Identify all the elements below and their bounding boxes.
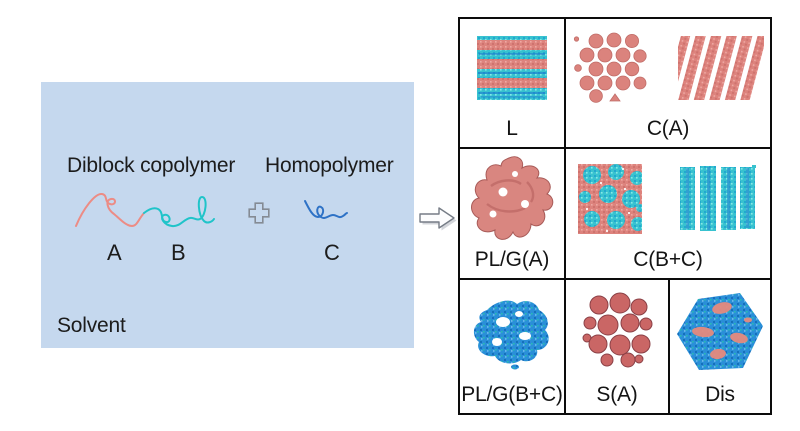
spheres-A-image: [582, 292, 653, 367]
cylinders-BC-top-view-image: [578, 163, 642, 234]
cylinders-BC-side-view-image: [680, 165, 756, 231]
cell-lamellae: L: [460, 19, 564, 147]
block-a-chain: [75, 193, 145, 228]
cell-spheres-A: S(A): [564, 280, 668, 413]
plus-icon: [248, 202, 270, 224]
block-b-label: B: [171, 240, 186, 265]
cylinders-A-image-zone: [566, 19, 770, 117]
cell-plg-A: PL/G(A): [460, 149, 564, 278]
cell-disordered: Dis: [668, 280, 770, 413]
cylinders-BC-image-zone: [566, 149, 770, 248]
plg-A-gyroid-image: [471, 155, 554, 240]
disordered-image-zone: [670, 280, 770, 383]
spheres-A-image-zone: [566, 280, 668, 383]
diblock-copolymer-label: Diblock copolymer: [67, 154, 236, 177]
morphology-label-SA: S(A): [596, 383, 638, 406]
lamellae-image-zone: [460, 19, 564, 117]
morphology-label-Dis: Dis: [705, 383, 735, 406]
morphology-label-PLGA: PL/G(A): [474, 248, 550, 271]
cylinders-A-top-view-image: [573, 32, 647, 103]
cylinders-A-side-view-image: [678, 36, 764, 100]
cell-cylinders-BC: C(B+C): [564, 149, 770, 278]
diblock-chain-illustration: [75, 193, 215, 228]
homopolymer-chain-illustration: [304, 200, 348, 219]
grid-row-3: PL/G(B+C): [460, 280, 770, 413]
cell-cylinders-A: C(A): [564, 19, 770, 147]
grid-row-1: L: [460, 19, 770, 149]
homopolymer-c-chain: [304, 200, 348, 219]
morphology-label-PLGBC: PL/G(B+C): [461, 383, 563, 406]
solvent-label: Solvent: [57, 314, 126, 337]
disordered-image: [677, 292, 763, 370]
block-b-chain: [143, 195, 215, 228]
homopolymer-label: Homopolymer: [265, 154, 394, 177]
morphology-label-L: L: [506, 117, 518, 140]
plg-BC-image-zone: [460, 280, 564, 383]
morphology-grid: L: [458, 17, 772, 415]
right-block-arrow-icon: [419, 207, 457, 231]
grid-row-2: PL/G(A): [460, 149, 770, 280]
homopolymer-c-label: C: [324, 240, 340, 265]
morphology-label-CA: C(A): [646, 117, 690, 140]
plg-BC-gyroid-image: [473, 300, 549, 369]
cell-plg-BC: PL/G(B+C): [460, 280, 564, 413]
block-a-label: A: [107, 240, 122, 265]
plg-A-image-zone: [460, 149, 564, 248]
lamellae-image: [477, 36, 547, 100]
morphology-label-CBC: C(B+C): [633, 248, 703, 271]
components-panel: Diblock copolymer Homopolymer A B C Solv…: [41, 82, 414, 348]
